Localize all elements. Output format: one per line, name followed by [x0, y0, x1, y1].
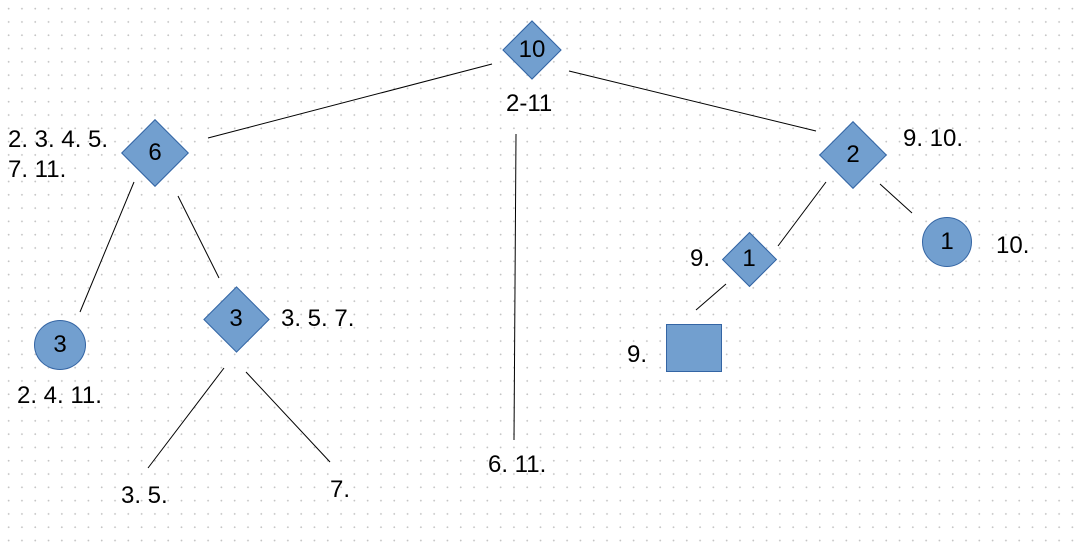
root-diamond-node: 10 — [501, 20, 563, 80]
left-mid-child-b-label: 7. — [330, 476, 351, 503]
edge-rightmid-square — [695, 283, 727, 311]
right-mid-value: 1 — [742, 245, 756, 272]
left-leaf-label: 2. 4. 11. — [17, 382, 102, 409]
center-leaf-label: 6. 11. — [488, 451, 547, 478]
left-node-label-line1: 2. 3. 4. 5. — [8, 126, 109, 153]
left-mid-diamond-node: 3 — [202, 285, 270, 353]
edge-right-rightleaf — [879, 183, 913, 214]
left-node-value: 6 — [148, 139, 162, 166]
right-leaf-circle-node: 1 — [922, 217, 972, 267]
edge-root-center — [513, 133, 517, 441]
edge-right-rightmid — [777, 181, 827, 247]
right-node-value: 2 — [846, 141, 860, 168]
edge-leftmid-b — [245, 371, 331, 463]
right-square-label: 9. — [627, 341, 648, 368]
root-node-value: 10 — [518, 36, 546, 63]
left-leaf-circle-node: 3 — [34, 320, 86, 370]
edge-left-leftmid — [177, 195, 220, 279]
right-leaf-label: 10. — [996, 232, 1030, 259]
edge-left-leftleaf — [79, 181, 135, 313]
right-diamond-node: 2 — [819, 117, 887, 193]
edge-root-right — [568, 70, 817, 132]
left-mid-label: 3. 5. 7. — [281, 305, 355, 332]
right-node-label: 9. 10. — [903, 125, 964, 152]
left-mid-value: 3 — [229, 305, 243, 332]
root-node-label: 2-11 — [506, 90, 553, 117]
edge-root-left — [207, 63, 493, 139]
left-node-label-line2: 7. 11. — [8, 156, 67, 183]
left-mid-child-a-label: 3. 5. — [121, 482, 168, 509]
edge-leftmid-a — [147, 367, 225, 469]
right-square-node — [666, 324, 722, 372]
right-mid-diamond-node: 1 — [721, 230, 777, 288]
right-mid-label: 9. — [690, 245, 711, 272]
left-leaf-value: 3 — [53, 331, 67, 358]
right-leaf-value: 1 — [940, 228, 954, 255]
left-diamond-node: 6 — [121, 115, 189, 191]
